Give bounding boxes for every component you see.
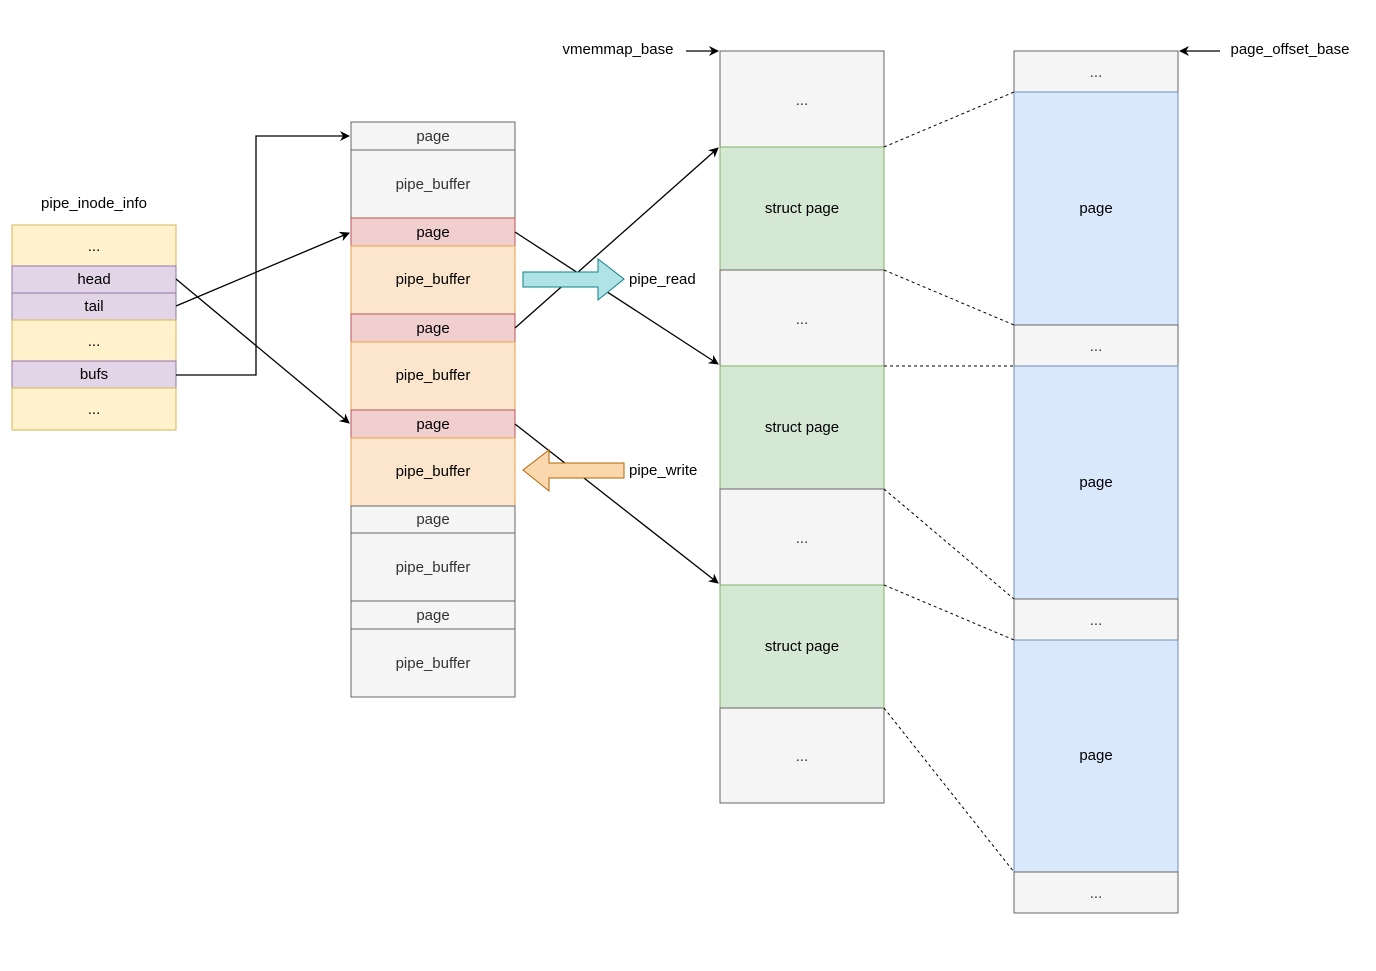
head-pointer-arrow: [175, 278, 350, 424]
phys-cell-label: page: [1079, 474, 1112, 491]
buffer-cell-label: pipe_buffer: [396, 176, 471, 193]
vmemmap-cell-label: ...: [796, 311, 809, 328]
vmemmap-ellipsis-cell: [719, 707, 885, 804]
pipe-write-label: pipe_write: [629, 462, 697, 479]
pipe-read-label: pipe_read: [629, 271, 696, 288]
buffer-cell-label: pipe_buffer: [396, 463, 471, 480]
read-arrow-icon: [522, 257, 625, 302]
vmemmap-cell-label: struct page: [765, 200, 839, 217]
buffer-cell-label: page: [416, 607, 449, 624]
struct-page-cell: [719, 584, 885, 709]
inode-field-label: bufs: [80, 366, 108, 383]
inode-field-ellipsis: [11, 319, 177, 363]
vmemmap-ellipsis-cell: [719, 488, 885, 586]
inode-field-label: ...: [88, 401, 101, 418]
phys-cell-label: ...: [1090, 885, 1103, 902]
struct-page-cell: [719, 365, 885, 490]
phys-page-cell: [1013, 639, 1179, 873]
buffer-page-cell: [350, 600, 516, 630]
vmemmap-column: ... struct page ... struct page ... stru…: [719, 50, 885, 804]
inode-field-label: ...: [88, 238, 101, 255]
mapping-line: [883, 707, 1015, 873]
page-to-struct-page-arrow: [514, 231, 719, 365]
vmemmap-cell-label: ...: [796, 748, 809, 765]
phys-cell-label: page: [1079, 747, 1112, 764]
buffer-pipe-buffer-cell: [350, 149, 516, 219]
buffer-pipe-buffer-cell-active: [350, 341, 516, 411]
phys-cell-label: ...: [1090, 612, 1103, 629]
pipe-inode-info-struct: ... head tail ... bufs ...: [11, 224, 177, 431]
buffer-cell-label: pipe_buffer: [396, 655, 471, 672]
pointer-arrows: [175, 46, 1220, 584]
phys-ellipsis-cell: [1013, 50, 1179, 93]
buffer-cell-label: pipe_buffer: [396, 559, 471, 576]
write-arrow-icon: [522, 448, 625, 493]
mapping-lines: [883, 91, 1015, 873]
buffer-pipe-buffer-cell-active: [350, 437, 516, 507]
inode-field-ellipsis: [11, 387, 177, 431]
inode-field-label: ...: [88, 333, 101, 350]
buffer-cell-label: page: [416, 128, 449, 145]
buffer-cell-label: page: [416, 320, 449, 337]
phys-cell-label: ...: [1090, 338, 1103, 355]
vmemmap-cell-label: ...: [796, 92, 809, 109]
pipe-read-indicator: pipe_read: [522, 257, 696, 302]
page-offset-base-label: page_offset_base: [1231, 41, 1350, 58]
phys-page-cell: [1013, 91, 1179, 326]
vmemmap-cell-label: struct page: [765, 419, 839, 436]
buffer-cell-label: page: [416, 511, 449, 528]
vmemmap-ellipsis-cell: [719, 50, 885, 148]
phys-cell-label: ...: [1090, 64, 1103, 81]
mapping-line: [883, 91, 1015, 148]
pipe-write-indicator: pipe_write: [522, 448, 697, 493]
inode-field-head: [11, 265, 177, 294]
mapping-line: [883, 269, 1015, 326]
phys-ellipsis-cell: [1013, 871, 1179, 914]
buffer-pipe-buffer-cell-active: [350, 245, 516, 315]
phys-ellipsis-cell: [1013, 598, 1179, 641]
buffer-cell-label: page: [416, 416, 449, 433]
vmemmap-cell-label: ...: [796, 530, 809, 547]
bufs-pointer-arrow: [176, 131, 350, 376]
buffer-cell-label: pipe_buffer: [396, 367, 471, 384]
vmemmap-ellipsis-cell: [719, 269, 885, 367]
inode-field-label: head: [77, 271, 110, 288]
buffer-cell-label: pipe_buffer: [396, 271, 471, 288]
phys-cell-label: page: [1079, 200, 1112, 217]
struct-page-cell: [719, 146, 885, 271]
mapping-line: [883, 584, 1015, 641]
phys-ellipsis-cell: [1013, 324, 1179, 367]
buffer-cell-label: page: [416, 224, 449, 241]
vmemmap-cell-label: struct page: [765, 638, 839, 655]
inode-field-label: tail: [84, 298, 103, 315]
page-to-struct-page-arrow: [514, 423, 719, 584]
inode-field-ellipsis: [11, 224, 177, 268]
pipe-inode-info-title: pipe_inode_info: [41, 195, 147, 212]
page-to-struct-page-arrow: [514, 147, 719, 329]
buffer-pipe-buffer-cell: [350, 532, 516, 602]
physical-memory-column: ... page ... page ... page ...: [1013, 50, 1179, 914]
phys-page-cell: [1013, 365, 1179, 600]
vmemmap-base-label: vmemmap_base: [563, 41, 674, 58]
pipe-buffer-array: page pipe_buffer page pipe_buffer page p…: [350, 121, 516, 698]
inode-field-tail: [11, 292, 177, 321]
tail-pointer-arrow: [175, 231, 350, 307]
mapping-line: [883, 488, 1015, 600]
buffer-pipe-buffer-cell: [350, 628, 516, 698]
